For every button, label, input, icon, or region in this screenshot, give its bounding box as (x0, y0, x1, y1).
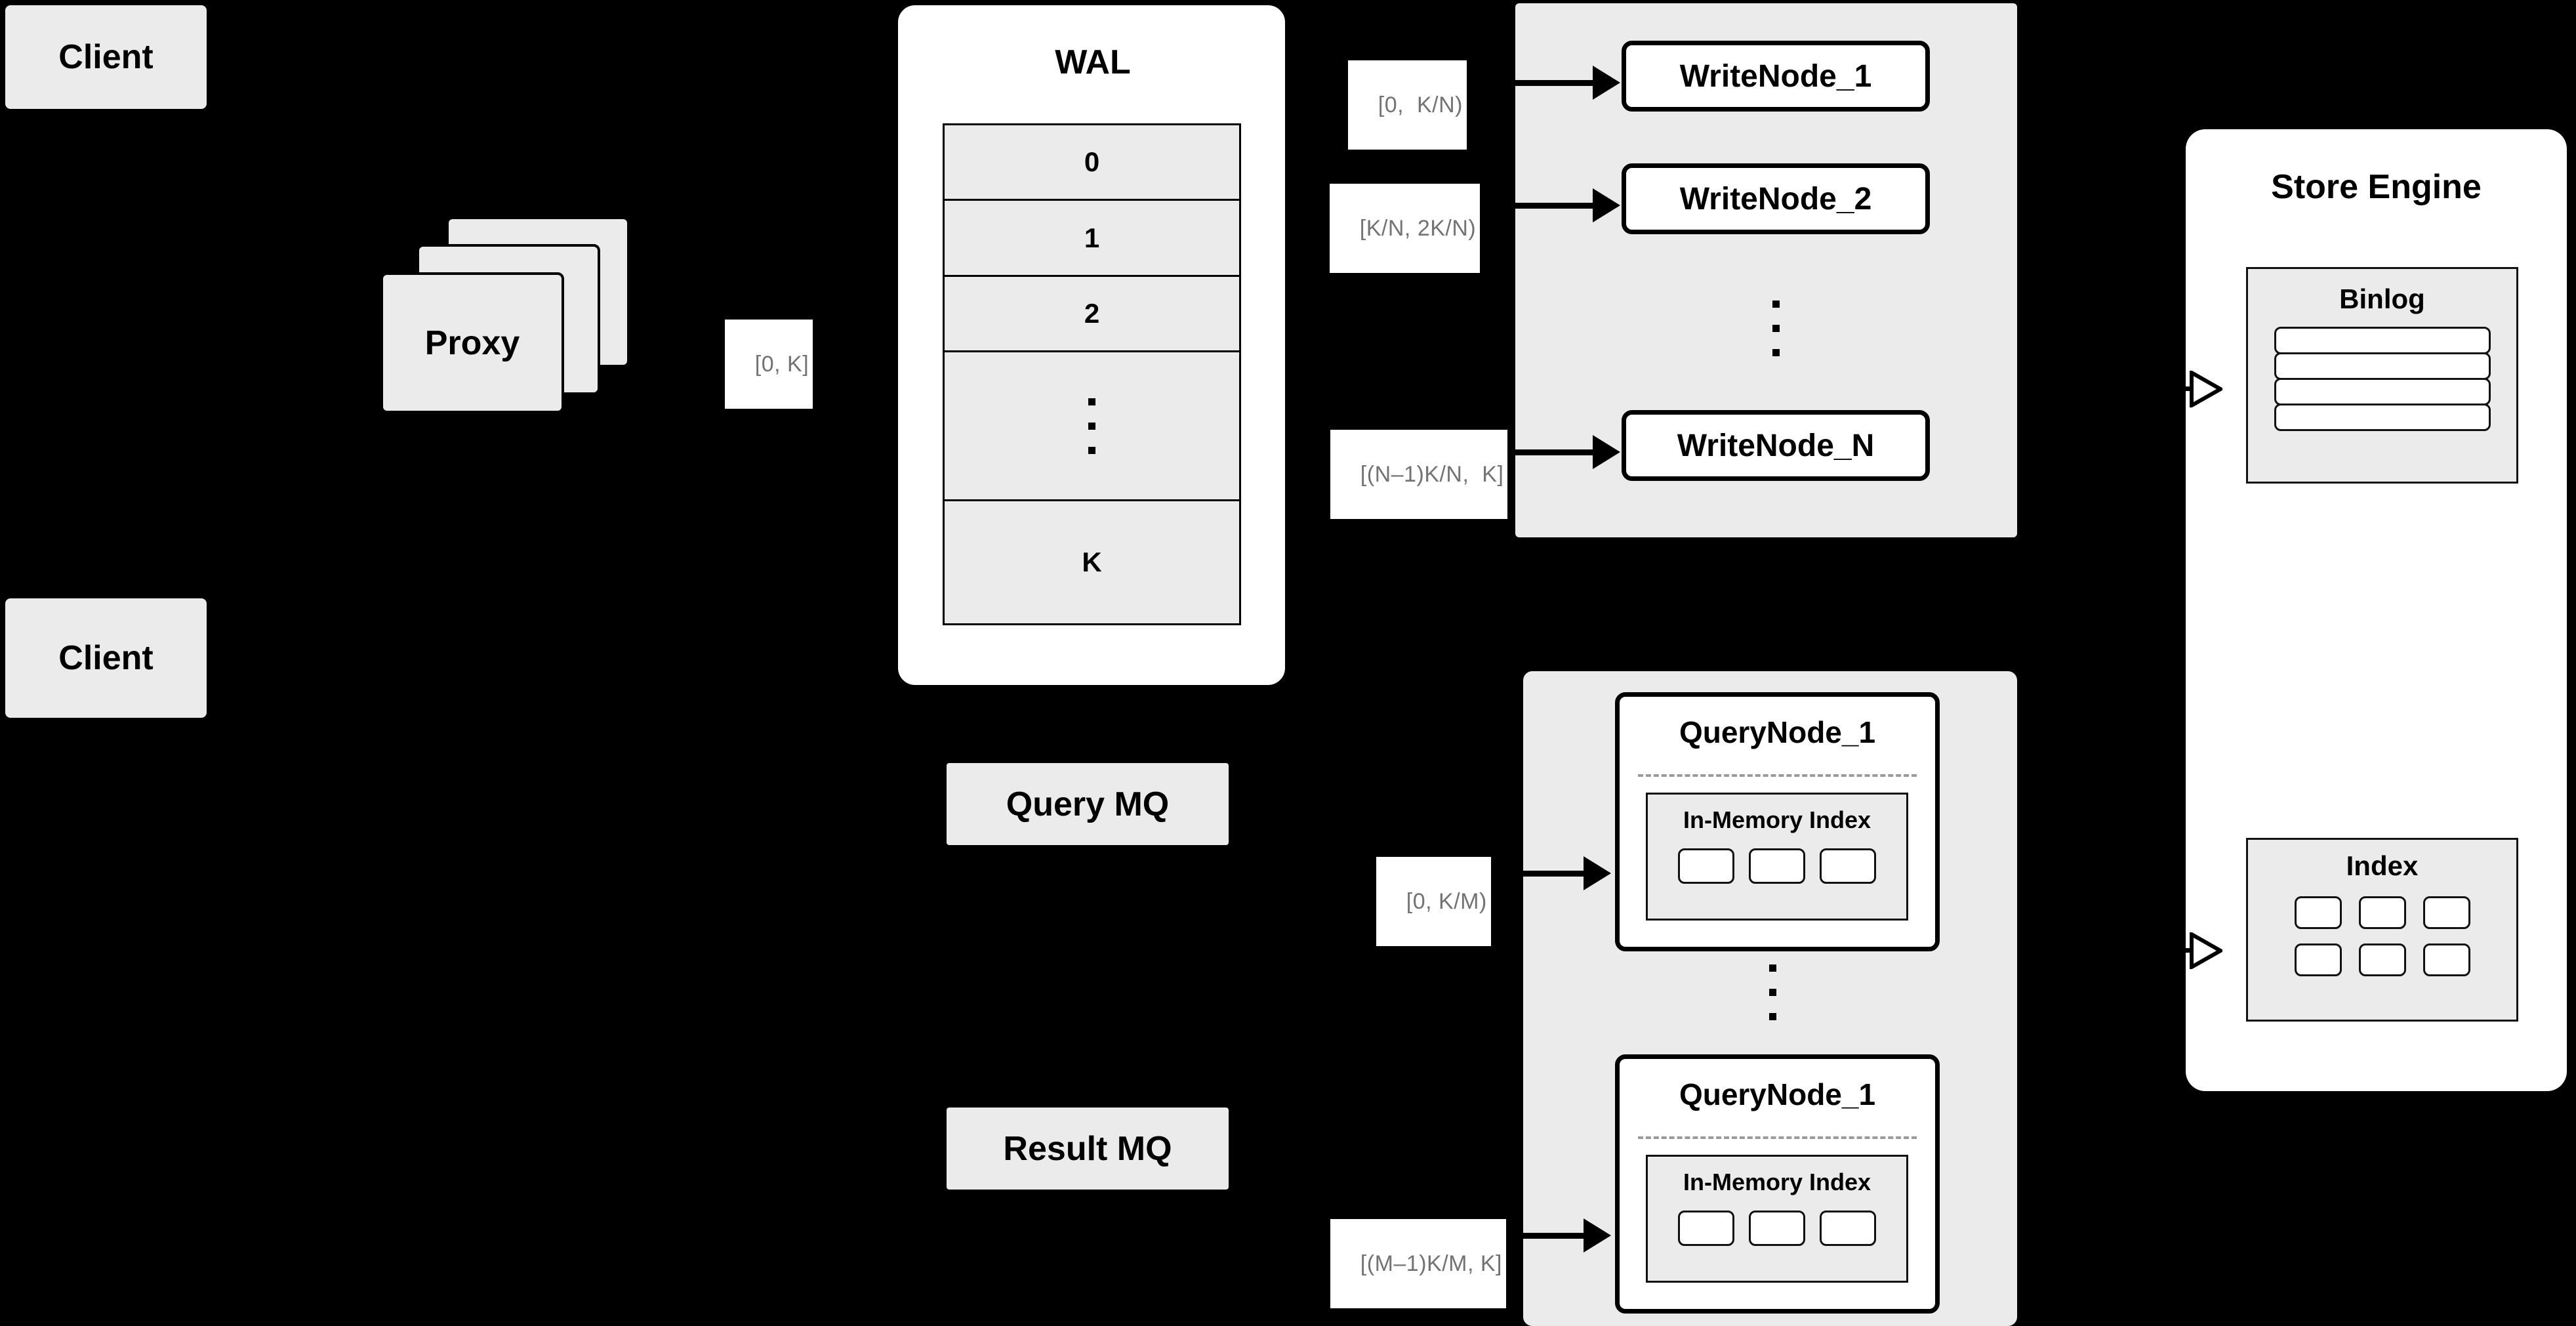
write-node-1-range-label: [0, K/N) (1348, 60, 1467, 150)
write-node-2-range-label: [K/N, 2K/N) (1330, 184, 1481, 273)
store-index-cell-6 (2423, 943, 2470, 976)
wal-cell-table: 0 1 2 K (943, 123, 1241, 625)
result-mq-box[interactable]: Result MQ (947, 1108, 1229, 1190)
query-node-2[interactable]: QueryNode_1 In-Memory Index (1615, 1054, 1940, 1314)
query-node-2-index-label: In-Memory Index (1683, 1169, 1871, 1195)
write-node-2[interactable]: WriteNode_2 (1622, 163, 1930, 234)
binlog-row-4 (2274, 404, 2491, 431)
write-node-n-arrowhead-icon (1593, 435, 1620, 469)
binlog-row-1 (2274, 327, 2491, 354)
query-node-1-index-label: In-Memory Index (1683, 806, 1871, 833)
write-node-1-label: WriteNode_1 (1679, 58, 1872, 94)
query-mq-box[interactable]: Query MQ (947, 763, 1229, 845)
store-index-connector-line (2161, 948, 2193, 953)
query-cluster-ellipsis-icon (1765, 945, 1780, 1040)
vertical-ellipsis-icon (1088, 398, 1095, 454)
result-mq-label: Result MQ (1003, 1129, 1172, 1168)
write-node-1-arrowhead-icon (1593, 66, 1620, 100)
store-index-arrowhead-icon (2190, 932, 2222, 969)
binlog-arrowhead-icon (2190, 371, 2222, 407)
write-node-n-range-label: [(N–1)K/N, K] (1330, 430, 1508, 519)
store-index-title: Index (2346, 850, 2419, 881)
query-node-1-divider (1638, 774, 1917, 777)
binlog-row-2 (2274, 352, 2491, 380)
query-node-2-index-segment-2 (1749, 1211, 1805, 1246)
query-mq-label: Query MQ (1006, 785, 1170, 823)
client-box-2[interactable]: Client (5, 598, 207, 718)
query-node-1[interactable]: QueryNode_1 In-Memory Index (1615, 692, 1940, 951)
client-label-1: Client (58, 38, 153, 76)
wal-cell-k: K (945, 501, 1239, 623)
query-node-1-index-segment-2 (1749, 848, 1805, 884)
wal-cell-ellipsis (945, 352, 1239, 501)
query-node-2-divider (1638, 1136, 1917, 1139)
store-index-cell-1 (2294, 896, 2342, 929)
wal-title: WAL (1055, 43, 1131, 81)
query-node-1-arrowhead-icon (1584, 856, 1611, 890)
query-node-2-arrowhead-icon (1584, 1218, 1611, 1253)
write-node-n-connector-line (1512, 449, 1595, 455)
query-node-1-range-label: [0, K/M) (1376, 857, 1491, 946)
store-engine-panel: Store Engine Binlog Index (2186, 129, 2567, 1091)
write-node-1-connector-line (1494, 80, 1595, 86)
store-index-panel: Index (2246, 838, 2518, 1022)
store-index-cell-4 (2294, 943, 2342, 976)
proxy-range-label: [0, K] (725, 320, 813, 409)
write-node-1[interactable]: WriteNode_1 (1622, 41, 1930, 112)
store-index-cell-2 (2358, 896, 2406, 929)
query-node-2-index-panel: In-Memory Index (1646, 1155, 1908, 1283)
binlog-connector-line (2161, 386, 2193, 391)
proxy-stack[interactable]: Proxy (380, 217, 682, 426)
query-node-1-title: QueryNode_1 (1679, 715, 1876, 749)
proxy-label: Proxy (424, 323, 520, 362)
store-engine-title: Store Engine (2271, 168, 2482, 206)
binlog-panel: Binlog (2246, 267, 2518, 484)
binlog-title: Binlog (2339, 283, 2425, 314)
write-node-2-connector-line (1494, 203, 1595, 209)
wal-cell-0: 0 (945, 125, 1239, 201)
query-node-2-index-segment-1 (1678, 1211, 1734, 1246)
write-node-n-label: WriteNode_N (1677, 428, 1875, 463)
query-node-2-range-label: [(M–1)K/M, K] (1330, 1219, 1506, 1308)
query-node-1-index-segment-1 (1678, 848, 1734, 884)
wal-cell-1: 1 (945, 201, 1239, 277)
proxy-stack-layer-1[interactable]: Proxy (380, 272, 564, 413)
client-label-2: Client (58, 639, 153, 677)
write-node-2-arrowhead-icon (1593, 188, 1620, 222)
write-node-2-label: WriteNode_2 (1679, 181, 1872, 217)
query-node-2-index-segment-3 (1820, 1211, 1876, 1246)
query-node-1-connector-line (1511, 871, 1586, 877)
query-node-2-title: QueryNode_1 (1679, 1077, 1876, 1111)
write-node-n[interactable]: WriteNode_N (1622, 410, 1930, 481)
query-node-2-connector-line (1521, 1233, 1586, 1239)
write-cluster-ellipsis-icon (1768, 282, 1784, 374)
store-index-cell-5 (2358, 943, 2406, 976)
query-node-1-index-panel: In-Memory Index (1646, 793, 1908, 921)
binlog-row-3 (2274, 378, 2491, 405)
wal-cell-2: 2 (945, 277, 1239, 352)
store-index-cell-3 (2423, 896, 2470, 929)
query-node-1-index-segment-3 (1820, 848, 1876, 884)
client-box-1[interactable]: Client (5, 5, 207, 109)
